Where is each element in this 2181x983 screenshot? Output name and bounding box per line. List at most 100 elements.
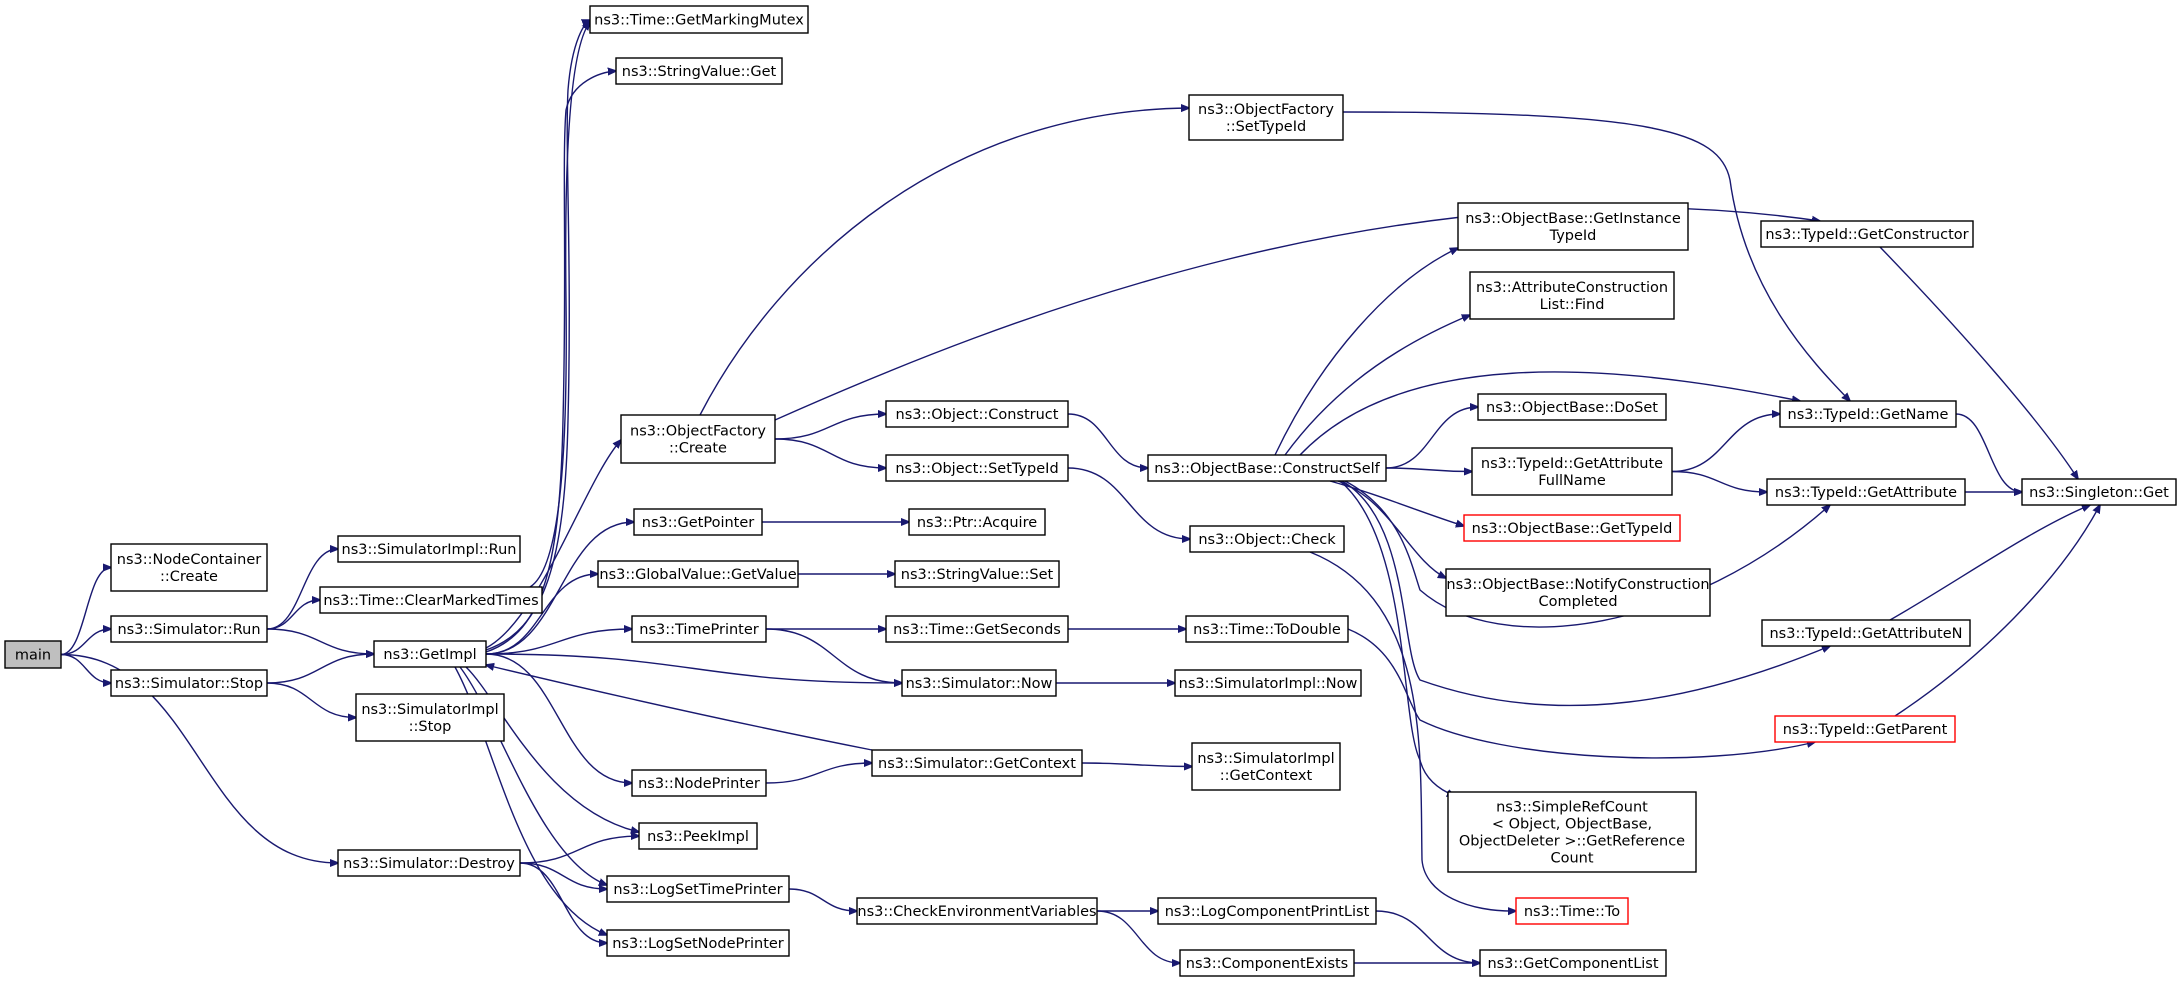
function-node-label: List::Find	[1540, 297, 1605, 313]
function-node-time-mutex[interactable]: ns3::Time::GetMarkingMutex	[589, 5, 809, 34]
function-node-ob-notify[interactable]: ns3::ObjectBase::NotifyConstructionCompl…	[1445, 568, 1711, 617]
function-node-logsettime[interactable]: ns3::LogSetTimePrinter	[606, 875, 790, 903]
function-node-tid-getconstructor[interactable]: ns3::TypeId::GetConstructor	[1760, 220, 1974, 248]
function-node-label: ns3::StringValue::Get	[622, 64, 777, 80]
call-edge-tid_getconstructor-to-singleton_get	[1879, 246, 2078, 479]
function-node-label: TypeId	[1549, 228, 1597, 244]
call-edge-ob_constructself-to-tid_getattributen	[1341, 480, 1830, 707]
function-node-label: ObjectDeleter >::GetReference	[1459, 834, 1685, 850]
function-node-checkenv[interactable]: ns3::CheckEnvironmentVariables	[856, 897, 1098, 925]
function-node-label: ns3::StringValue::Set	[901, 567, 1054, 583]
function-node-label: ns3::SimulatorImpl	[361, 702, 498, 718]
call-edge-main-to-sim_run	[60, 629, 111, 656]
function-node-label: ns3::Object::Check	[1198, 532, 1336, 548]
function-node-label: ns3::SimulatorImpl::Run	[342, 542, 517, 558]
function-node-simimpl-getcontext[interactable]: ns3::SimulatorImpl::GetContext	[1191, 742, 1341, 791]
function-node-label: ns3::LogSetNodePrinter	[612, 936, 784, 952]
function-node-gv-getvalue[interactable]: ns3::GlobalValue::GetValue	[597, 560, 799, 588]
function-node-label: ns3::NodePrinter	[638, 776, 760, 792]
function-node-getpointer[interactable]: ns3::GetPointer	[633, 508, 763, 536]
function-node-obj-check[interactable]: ns3::Object::Check	[1189, 525, 1345, 553]
function-node-sim-getcontext[interactable]: ns3::Simulator::GetContext	[871, 749, 1083, 777]
function-node-label: ns3::SimulatorImpl::Now	[1179, 676, 1358, 692]
function-node-label: ns3::Time::GetMarkingMutex	[594, 13, 804, 29]
function-node-nodeprinter[interactable]: ns3::NodePrinter	[631, 769, 767, 797]
function-node-peekimpl[interactable]: ns3::PeekImpl	[638, 822, 758, 850]
function-node-tid-getparent[interactable]: ns3::TypeId::GetParent	[1774, 715, 1956, 743]
function-node-label: ::Stop	[409, 719, 452, 735]
function-node-strval-get[interactable]: ns3::StringValue::Get	[615, 57, 783, 85]
function-node-of-create[interactable]: ns3::ObjectFactory::Create	[620, 414, 776, 464]
function-node-ob-doset[interactable]: ns3::ObjectBase::DoSet	[1477, 393, 1667, 421]
function-node-label: ns3::Simulator::Now	[906, 676, 1053, 692]
call-edge-getimpl-to-timeprinter	[485, 629, 632, 655]
function-node-label: ns3::ObjectBase::ConstructSelf	[1154, 461, 1380, 477]
call-edge-sim_getcontext-to-getimpl	[486, 665, 873, 751]
function-node-main[interactable]: main	[4, 640, 62, 669]
function-node-ob-gettypeid[interactable]: ns3::ObjectBase::GetTypeId	[1463, 514, 1681, 542]
function-node-label: ns3::LogComponentPrintList	[1165, 904, 1370, 920]
function-node-label: ns3::Time::ClearMarkedTimes	[323, 593, 538, 609]
function-node-of-settypeid[interactable]: ns3::ObjectFactory::SetTypeId	[1188, 94, 1344, 141]
call-edge-tid_getname-to-singleton_get	[1955, 413, 2022, 492]
function-node-timeprinter[interactable]: ns3::TimePrinter	[631, 615, 767, 643]
function-node-obj-settypeid[interactable]: ns3::Object::SetTypeId	[885, 454, 1069, 482]
function-node-ptr-acquire[interactable]: ns3::Ptr::Acquire	[908, 508, 1046, 536]
function-node-tid-getattributen[interactable]: ns3::TypeId::GetAttributeN	[1761, 619, 1971, 647]
function-node-label: ::Create	[160, 569, 218, 585]
function-node-time-clear[interactable]: ns3::Time::ClearMarkedTimes	[319, 586, 543, 614]
function-node-label: ns3::ObjectBase::NotifyConstruction	[1446, 577, 1709, 593]
function-node-src-getrefcount[interactable]: ns3::SimpleRefCount< Object, ObjectBase,…	[1447, 791, 1697, 873]
call-edge-tid_getattributen-to-singleton_get	[1889, 505, 2090, 621]
function-node-sim-run[interactable]: ns3::Simulator::Run	[110, 615, 268, 643]
function-node-logsetnode[interactable]: ns3::LogSetNodePrinter	[606, 929, 790, 957]
call-edge-sim_run-to-simimpl_run	[266, 549, 338, 630]
function-node-simimpl-now[interactable]: ns3::SimulatorImpl::Now	[1174, 669, 1362, 697]
call-edge-logsettime-to-checkenv	[788, 888, 857, 911]
function-node-ob-constructself[interactable]: ns3::ObjectBase::ConstructSelf	[1147, 454, 1387, 482]
function-node-getcomplist[interactable]: ns3::GetComponentList	[1479, 949, 1667, 977]
function-node-label: ns3::TimePrinter	[639, 622, 759, 638]
call-edge-sim_run-to-time_clear	[266, 600, 320, 630]
call-edge-of_create-to-obj_construct	[774, 414, 886, 440]
call-edge-time_clear-to-time_mutex	[529, 22, 590, 588]
function-node-obj-construct[interactable]: ns3::Object::Construct	[885, 400, 1069, 428]
call-edge-ob_constructself-to-src_getrefcount	[1339, 480, 1455, 796]
call-edge-main-to-nc_create	[60, 568, 111, 656]
call-edge-getimpl-to-sim_now	[485, 653, 902, 683]
function-node-strval-set[interactable]: ns3::StringValue::Set	[894, 560, 1060, 588]
call-edge-sim_run-to-getimpl	[266, 628, 374, 654]
function-node-sim-stop[interactable]: ns3::Simulator::Stop	[110, 669, 268, 697]
function-node-time-todouble[interactable]: ns3::Time::ToDouble	[1185, 615, 1349, 643]
function-node-logcompprint[interactable]: ns3::LogComponentPrintList	[1157, 897, 1377, 925]
call-edge-tid_getattrfullname-to-tid_getname	[1671, 414, 1780, 473]
function-node-label: ns3::SimpleRefCount	[1496, 800, 1648, 816]
function-node-label: ns3::LogSetTimePrinter	[613, 882, 782, 898]
function-node-time-to[interactable]: ns3::Time::To	[1515, 897, 1629, 925]
function-node-nc-create[interactable]: ns3::NodeContainer::Create	[110, 543, 268, 592]
function-node-label: ns3::GetImpl	[383, 647, 476, 663]
call-edge-ob_constructself-to-acl_find	[1284, 315, 1470, 456]
function-node-sim-destroy[interactable]: ns3::Simulator::Destroy	[337, 849, 521, 877]
function-node-time-getseconds[interactable]: ns3::Time::GetSeconds	[885, 615, 1069, 643]
function-node-sim-now[interactable]: ns3::Simulator::Now	[901, 669, 1057, 697]
call-edge-ob_constructself-to-ob_getinstancetypeid	[1274, 248, 1458, 456]
function-node-label: ns3::ObjectBase::GetInstance	[1465, 211, 1681, 227]
function-node-simimpl-stop[interactable]: ns3::SimulatorImpl::Stop	[355, 693, 505, 742]
function-node-tid-getname[interactable]: ns3::TypeId::GetName	[1779, 400, 1957, 428]
call-edge-ob_constructself-to-tid_getattribute	[1344, 480, 1830, 628]
function-node-label: main	[15, 648, 51, 664]
call-edge-obj_settypeid-to-obj_check	[1067, 467, 1190, 539]
function-node-singleton-get[interactable]: ns3::Singleton::Get	[2021, 478, 2177, 506]
function-node-compexists[interactable]: ns3::ComponentExists	[1179, 949, 1355, 977]
call-edge-ob_constructself-to-ob_gettypeid	[1329, 480, 1464, 526]
function-node-getimpl[interactable]: ns3::GetImpl	[373, 640, 487, 668]
function-node-simimpl-run[interactable]: ns3::SimulatorImpl::Run	[337, 535, 521, 563]
function-node-tid-getattribute[interactable]: ns3::TypeId::GetAttribute	[1766, 478, 1966, 506]
call-edge-sim_destroy-to-peekimpl	[519, 836, 639, 864]
function-node-label: ns3::Simulator::Run	[117, 622, 260, 638]
function-node-label: < Object, ObjectBase,	[1492, 817, 1652, 833]
